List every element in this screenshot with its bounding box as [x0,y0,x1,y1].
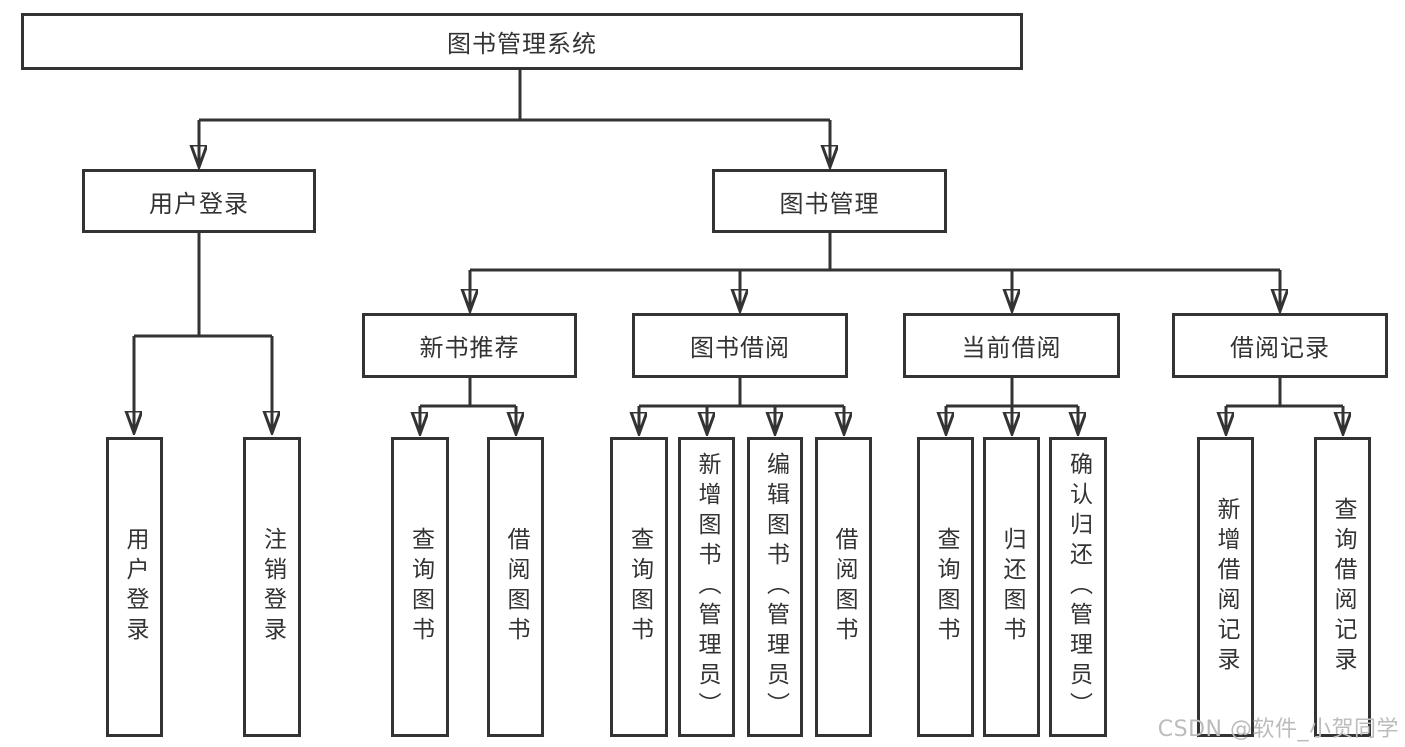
leaf-records-add-borrow-record: 新增借阅记录 [1197,437,1254,737]
node-new-book-recommend: 新书推荐 [362,313,577,378]
node-library-system: 图书管理系统 [21,13,1023,70]
node-book-management: 图书管理 [712,169,947,233]
leaf-recommend-borrow-books: 借阅图书 [487,437,544,737]
leaf-current-query-books: 查询图书 [917,437,974,737]
node-borrow-records: 借阅记录 [1172,313,1388,378]
node-user-login: 用户登录 [82,169,316,233]
leaf-borrowing-query-books: 查询图书 [610,437,668,737]
node-current-borrowing: 当前借阅 [903,313,1120,378]
leaf-user-login: 用户登录 [106,437,163,737]
leaf-current-return-books: 归还图书 [983,437,1040,737]
leaf-recommend-query-books: 查询图书 [391,437,449,737]
node-book-borrowing: 图书借阅 [632,313,848,378]
csdn-watermark: CSDN @软件_小贺同学 [1157,717,1399,742]
leaf-borrowing-edit-book-admin: 编辑图书（管理员） [747,437,803,737]
leaf-logout: 注销登录 [243,437,301,737]
leaf-borrowing-borrow-books: 借阅图书 [815,437,872,737]
leaf-records-query-borrow-record: 查询借阅记录 [1314,437,1371,737]
leaf-current-confirm-return-admin: 确认归还（管理员） [1049,437,1107,737]
leaf-borrowing-add-book-admin: 新增图书（管理员） [678,437,735,737]
